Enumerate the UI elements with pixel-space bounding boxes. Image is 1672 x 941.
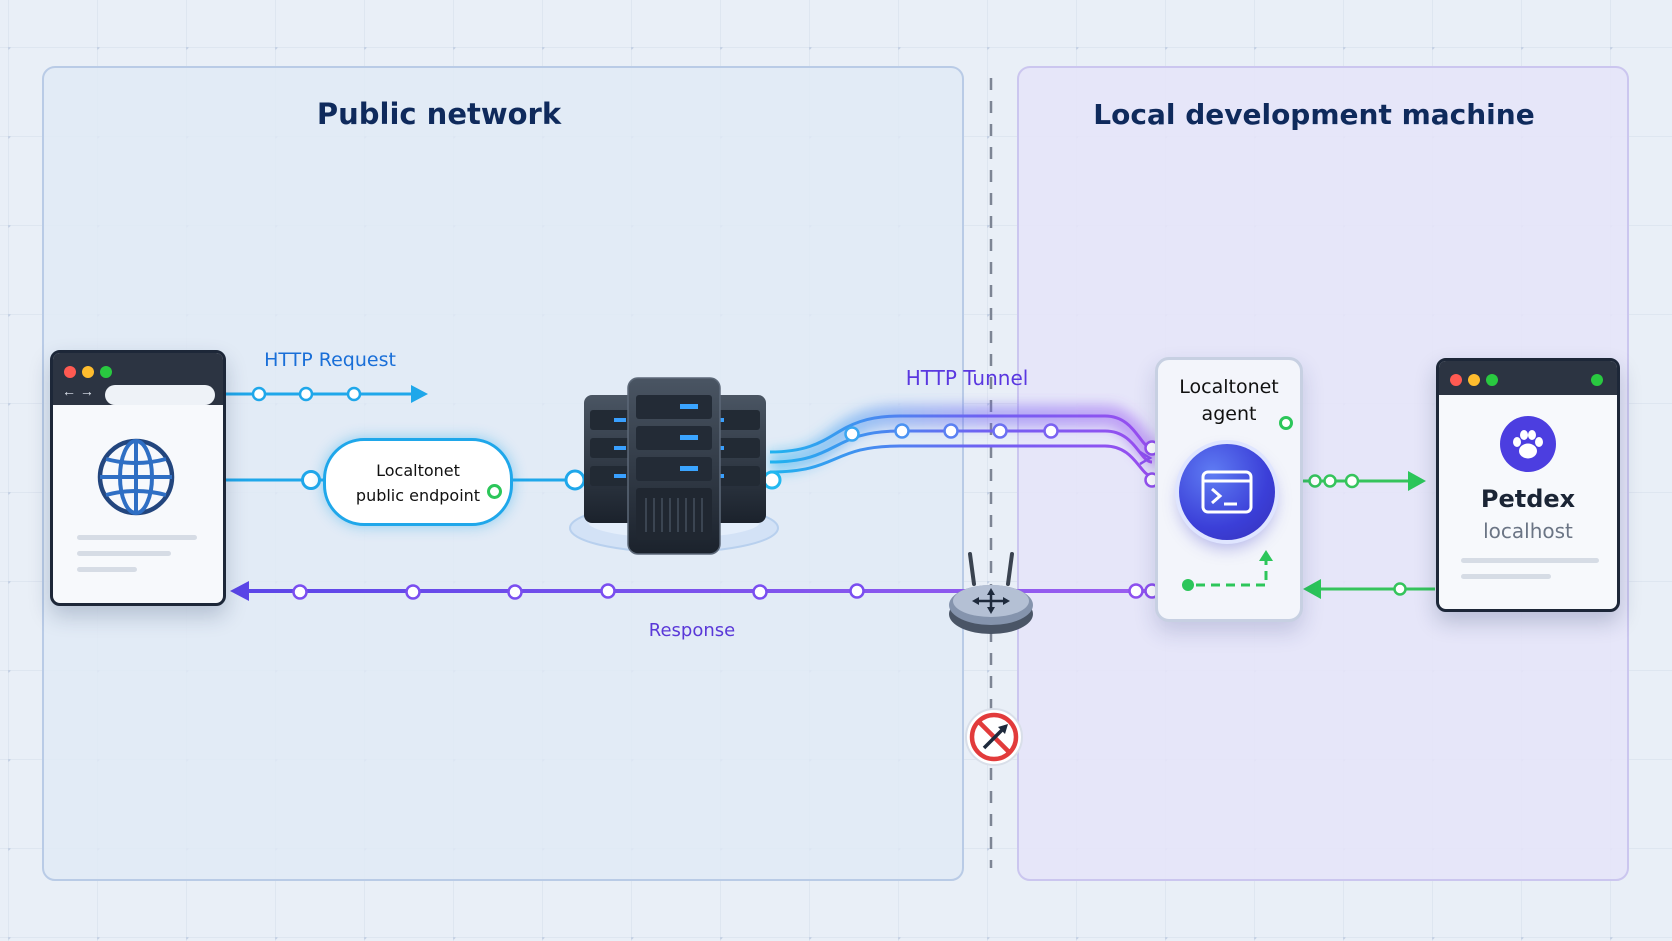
text-placeholder-line — [77, 567, 137, 572]
minimize-dot — [82, 366, 94, 378]
paw-icon — [1500, 416, 1556, 472]
http-tunnel-label: HTTP Tunnel — [905, 366, 1029, 390]
localtonet-agent-node: Localtonet agent — [1155, 357, 1303, 622]
http-request-label: HTTP Request — [264, 349, 396, 371]
nav-arrows-icon: ← → — [62, 383, 94, 399]
router-icon — [949, 552, 1033, 634]
endpoint-line2: public endpoint — [355, 486, 481, 505]
app-title-bar — [1439, 361, 1617, 395]
agent-to-app-arrow — [1300, 471, 1426, 491]
agent-status-dot — [1279, 416, 1293, 430]
globe-icon — [97, 438, 175, 516]
agent-line2: agent — [1201, 403, 1257, 425]
app-name: Petdex — [1480, 485, 1576, 513]
response-label: Response — [648, 620, 736, 641]
text-placeholder-line — [77, 535, 197, 540]
browser-title-bar: ← → — [53, 353, 223, 405]
client-browser-window: ← → — [50, 350, 226, 606]
status-dot — [1591, 374, 1603, 386]
local-machine-zone — [1017, 66, 1629, 881]
agent-terminal-badge — [1179, 444, 1275, 540]
text-placeholder-line — [1461, 574, 1551, 579]
app-host: localhost — [1483, 519, 1573, 543]
maximize-dot — [100, 366, 112, 378]
local-machine-title: Local development machine — [1093, 98, 1535, 131]
address-bar — [105, 385, 215, 405]
http-tunnel — [762, 405, 1163, 490]
terminal-icon — [1201, 470, 1253, 514]
endpoint-line1: Localtonet — [376, 461, 460, 480]
text-placeholder-line — [77, 551, 171, 556]
close-dot — [1450, 374, 1462, 386]
close-dot — [64, 366, 76, 378]
public-network-title: Public network — [316, 97, 562, 131]
public-endpoint-node: Localtonet public endpoint — [323, 438, 513, 526]
agent-line1: Localtonet — [1179, 376, 1279, 398]
internal-loop-arrow — [1182, 550, 1273, 591]
app-to-agent-arrow — [1303, 579, 1435, 599]
no-inbound-icon — [965, 708, 1023, 766]
petdex-app-window: Petdex localhost — [1436, 358, 1620, 612]
minimize-dot — [1468, 374, 1480, 386]
server-rack-icon — [569, 377, 779, 555]
text-placeholder-line — [1461, 558, 1599, 563]
http-request-arrow — [224, 385, 428, 403]
endpoint-status-dot — [487, 484, 502, 499]
maximize-dot — [1486, 374, 1498, 386]
